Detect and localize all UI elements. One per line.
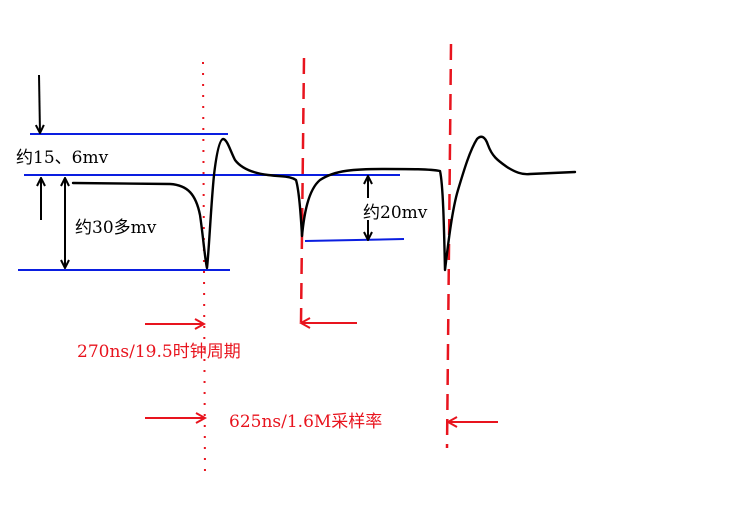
marker-line-dashed-mid	[299, 57, 306, 323]
level-line-small-dip	[304, 238, 405, 242]
label-sample-rate: 625ns/1.6M采样率	[229, 412, 383, 432]
label-period: 270ns/19.5时钟周期	[77, 342, 241, 362]
label-amp-main: 约30多mv	[75, 218, 157, 238]
label-amp-top: 约15、6mv	[16, 148, 109, 168]
label-amp-small: 约20mv	[363, 203, 428, 223]
waveform-trace	[71, 135, 577, 272]
arrow-top-down	[39, 74, 40, 133]
